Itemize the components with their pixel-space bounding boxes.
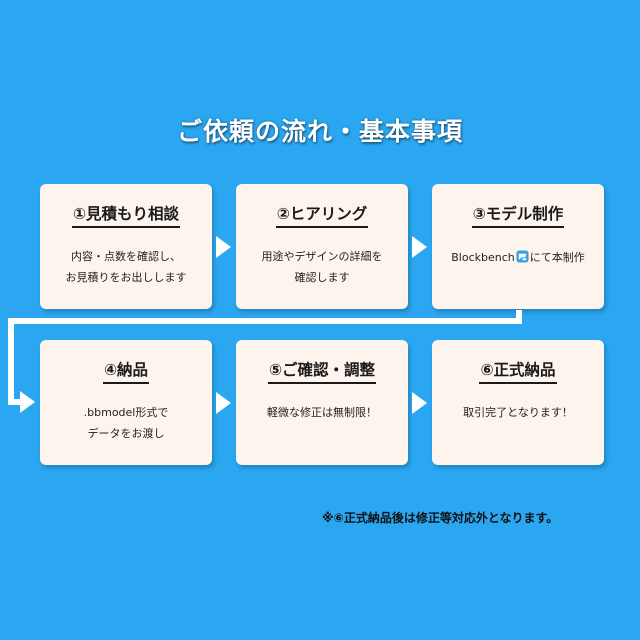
step-title: ②ヒアリング xyxy=(275,202,369,228)
arrow-right-icon xyxy=(216,236,231,258)
step-title: ③モデル制作 xyxy=(471,202,565,228)
step-text-line: 取引完了となります！ xyxy=(463,406,573,419)
step-title: ①見積もり相談 xyxy=(71,202,181,228)
step-text-line: 用途やデザインの詳細を xyxy=(261,250,383,263)
step-text-line: 確認します xyxy=(294,271,350,284)
page-title: ご依頼の流れ・基本事項 xyxy=(176,117,463,146)
step-text-line: .bbmodel形式で xyxy=(83,406,169,419)
step-card-5: ⑤ご確認・調整 軽微な修正は無制限！ xyxy=(236,340,408,465)
step-text-line: Blockbench xyxy=(451,251,515,264)
step-title: ⑤ご確認・調整 xyxy=(267,358,377,384)
arrow-right-icon xyxy=(216,392,231,414)
arrow-right-icon xyxy=(412,236,427,258)
step-text-line: お見積りをお出しします xyxy=(65,271,187,284)
step-title: ⑥正式納品 xyxy=(479,358,557,384)
step-text-line: データをお渡し xyxy=(87,427,165,440)
step-text-line: にて本制作 xyxy=(529,251,585,264)
footnote: ※⑥正式納品後は修正等対応外となります。 xyxy=(322,511,559,525)
step-title: ④納品 xyxy=(102,358,150,384)
blockbench-icon xyxy=(516,250,529,263)
step-card-4: ④納品 .bbmodel形式で データをお渡し xyxy=(40,340,212,465)
step-text-line: 内容・点数を確認し、 xyxy=(71,250,181,263)
arrow-right-icon xyxy=(412,392,427,414)
step-card-1: ①見積もり相談 内容・点数を確認し、 お見積りをお出しします xyxy=(40,184,212,309)
step-card-2: ②ヒアリング 用途やデザインの詳細を 確認します xyxy=(236,184,408,309)
step-card-6: ⑥正式納品 取引完了となります！ xyxy=(432,340,604,465)
step-card-3: ③モデル制作 Blockbench にて本制作 xyxy=(432,184,604,309)
step-text-line: 軽微な修正は無制限！ xyxy=(267,406,377,419)
